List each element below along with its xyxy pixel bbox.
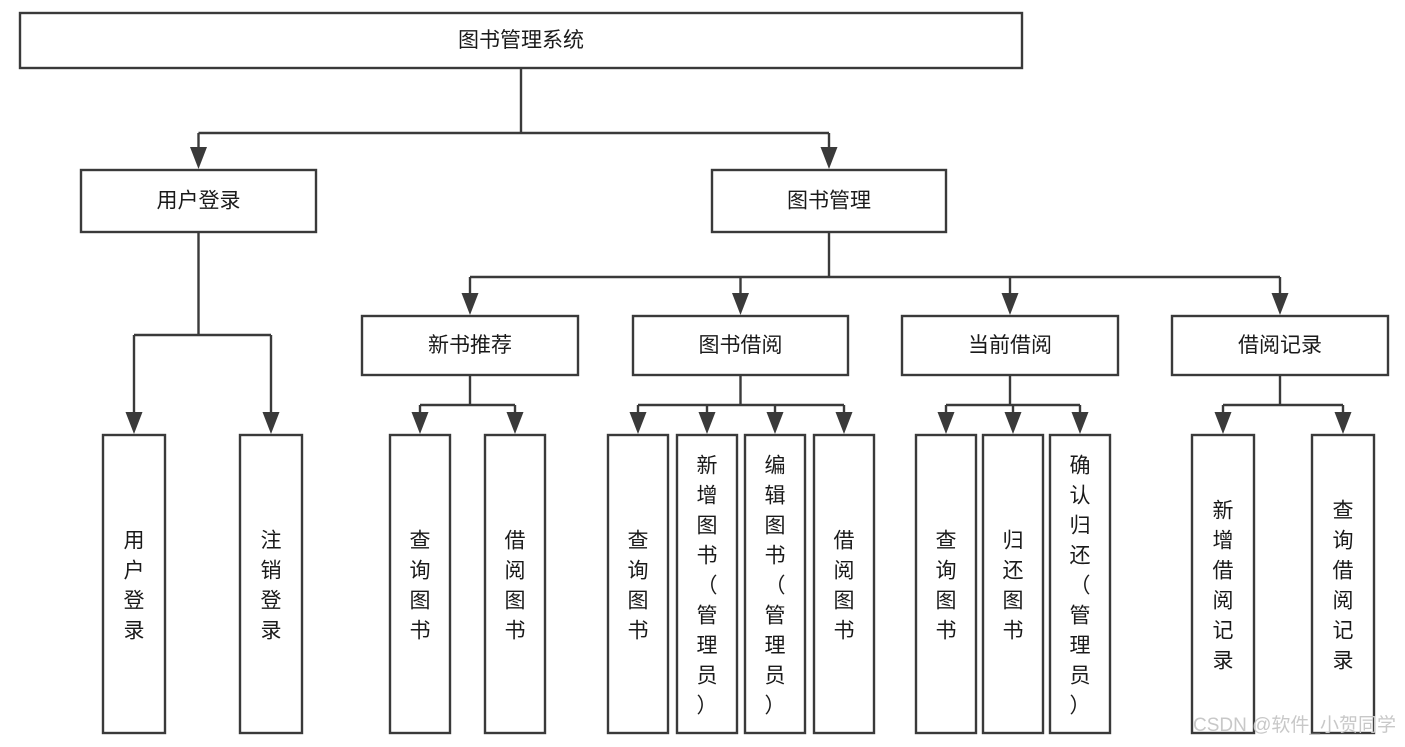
node-layer: 图书管理系统用户登录图书管理新书推荐图书借阅当前借阅借阅记录用户登录注销登录查询… [18, 11, 1390, 735]
node-leaf-edit-book[interactable]: 编辑图书（管理员） [743, 433, 807, 735]
node-leaf-borrow-book-1[interactable]: 借阅图书 [483, 433, 547, 735]
node-box[interactable] [1310, 433, 1376, 735]
node-box[interactable] [79, 168, 318, 234]
node-leaf-add-record[interactable]: 新增借阅记录 [1190, 433, 1256, 735]
arrow-head-icon [1071, 412, 1089, 434]
arrow-head-icon [1334, 412, 1352, 434]
csdn-watermark: CSDN @软件_小贺同学 [1193, 714, 1396, 736]
arrow-head-icon [1214, 412, 1232, 434]
connector-group [937, 375, 1089, 434]
node-leaf-logout[interactable]: 注销登录 [238, 433, 304, 735]
node-label: 图书管理 [787, 190, 871, 213]
arrow-head-icon [461, 293, 479, 315]
connector-group [411, 375, 524, 434]
node-leaf-query-book-2[interactable]: 查询图书 [606, 433, 670, 735]
node-label: 查询图书 [936, 529, 957, 642]
node-book-manage[interactable]: 图书管理 [710, 168, 948, 234]
node-box[interactable] [631, 314, 850, 377]
arrow-head-icon [262, 412, 280, 434]
node-leaf-borrow-book-2[interactable]: 借阅图书 [812, 433, 876, 735]
node-label: 新书推荐 [428, 334, 512, 357]
arrow-head-icon [629, 412, 647, 434]
node-label: 新增图书（管理员） [697, 454, 718, 717]
node-root[interactable]: 图书管理系统 [18, 11, 1024, 70]
node-label: 确认归还（管理员） [1070, 454, 1091, 717]
node-leaf-query-book-3[interactable]: 查询图书 [914, 433, 978, 735]
arrow-head-icon [698, 412, 716, 434]
node-box[interactable] [1170, 314, 1390, 377]
node-leaf-return-book[interactable]: 归还图书 [981, 433, 1045, 735]
arrow-head-icon [732, 293, 749, 315]
arrow-head-icon [937, 412, 955, 434]
node-label: 借阅图书 [834, 529, 855, 642]
node-box[interactable] [483, 433, 547, 735]
node-label: 注销登录 [261, 529, 282, 642]
arrow-head-icon [1271, 293, 1289, 315]
node-box[interactable] [238, 433, 304, 735]
node-label: 查询图书 [628, 529, 649, 642]
node-current-borrow[interactable]: 当前借阅 [900, 314, 1120, 377]
node-box[interactable] [1190, 433, 1256, 735]
arrow-head-icon [125, 412, 143, 434]
node-leaf-query-record[interactable]: 查询借阅记录 [1310, 433, 1376, 735]
node-label: 当前借阅 [968, 334, 1052, 357]
connector-group [190, 68, 838, 169]
node-label: 查询图书 [410, 529, 431, 642]
connector-group [461, 232, 1289, 315]
arrow-head-icon [1004, 412, 1022, 434]
node-borrow-record[interactable]: 借阅记录 [1170, 314, 1390, 377]
node-box[interactable] [360, 314, 580, 377]
node-label: 查询借阅记录 [1333, 499, 1354, 672]
node-box[interactable] [675, 433, 739, 735]
node-box[interactable] [812, 433, 876, 735]
arrow-head-icon [190, 147, 207, 169]
node-box[interactable] [743, 433, 807, 735]
node-label: 借阅记录 [1238, 334, 1322, 357]
node-leaf-add-book[interactable]: 新增图书（管理员） [675, 433, 739, 735]
node-box[interactable] [606, 433, 670, 735]
node-label: 新增借阅记录 [1213, 499, 1234, 672]
arrow-head-icon [766, 412, 784, 434]
node-box[interactable] [710, 168, 948, 234]
connector-group [1214, 375, 1352, 434]
connector-group [629, 375, 853, 434]
node-box[interactable] [981, 433, 1045, 735]
arrow-head-icon [506, 412, 524, 434]
arrow-head-icon [835, 412, 853, 434]
arrow-head-icon [411, 412, 429, 434]
node-user-login[interactable]: 用户登录 [79, 168, 318, 234]
node-box[interactable] [388, 433, 452, 735]
node-box[interactable] [101, 433, 167, 735]
connector-group [125, 232, 280, 434]
node-leaf-confirm-return[interactable]: 确认归还（管理员） [1048, 433, 1112, 735]
node-book-borrow[interactable]: 图书借阅 [631, 314, 850, 377]
arrow-head-icon [820, 147, 838, 169]
node-box[interactable] [1048, 433, 1112, 735]
node-leaf-user-login[interactable]: 用户登录 [101, 433, 167, 735]
node-leaf-query-book-1[interactable]: 查询图书 [388, 433, 452, 735]
connector-layer [125, 68, 1352, 434]
node-label: 图书借阅 [699, 334, 783, 357]
node-label: 归还图书 [1003, 529, 1024, 642]
node-box[interactable] [18, 11, 1024, 70]
node-label: 用户登录 [124, 529, 145, 642]
node-label: 图书管理系统 [458, 29, 584, 52]
node-box[interactable] [900, 314, 1120, 377]
node-label: 用户登录 [157, 190, 241, 213]
node-box[interactable] [914, 433, 978, 735]
arrow-head-icon [1001, 293, 1019, 315]
node-new-book-rec[interactable]: 新书推荐 [360, 314, 580, 377]
node-label: 借阅图书 [505, 529, 526, 642]
node-label: 编辑图书（管理员） [765, 454, 786, 717]
